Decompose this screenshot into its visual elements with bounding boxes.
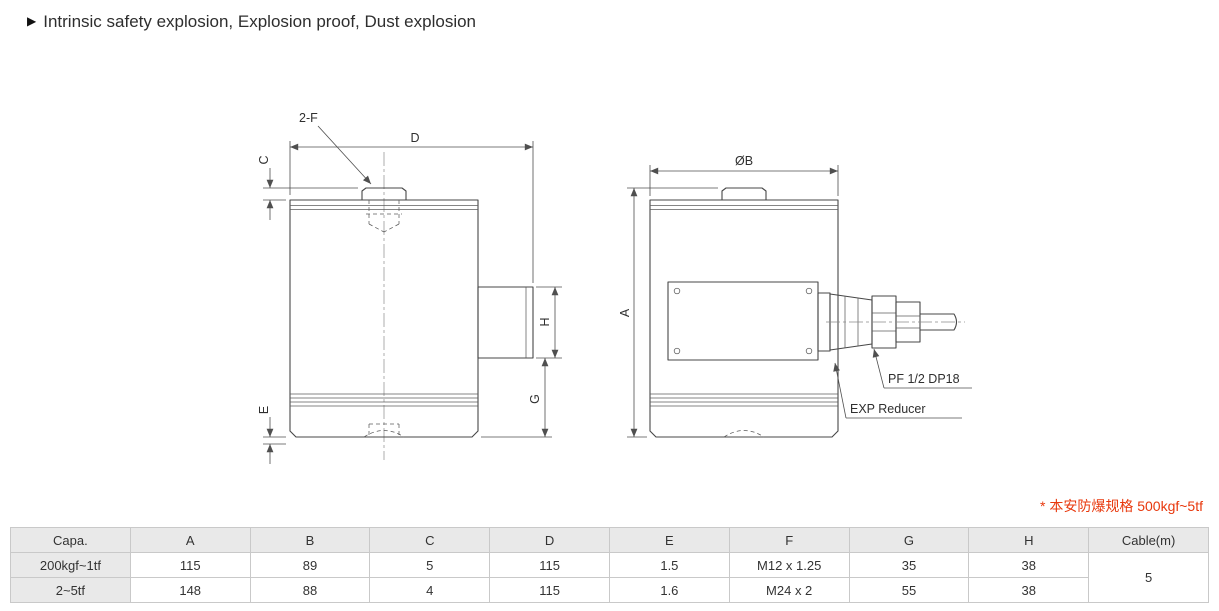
- dim-label-ob: ØB: [735, 154, 753, 168]
- col-header-a: A: [129, 527, 251, 553]
- cell-f: M24 x 2: [728, 577, 850, 603]
- dim-label-g: G: [528, 394, 542, 404]
- side-view: [289, 152, 534, 460]
- cell-cable: 5: [1088, 552, 1209, 603]
- cell-capa: 2~5tf: [10, 577, 131, 603]
- bullet-arrow-icon: ▶: [27, 14, 37, 28]
- top-load-button: [361, 187, 407, 200]
- cell-c: 4: [369, 577, 491, 603]
- front-view-dimensions: ØB A PF 1/2 DP18 EXP Reducer: [618, 154, 972, 438]
- cell-a: 148: [129, 577, 251, 603]
- feature-line: ▶ Intrinsic safety explosion, Explosion p…: [27, 12, 476, 32]
- cell-e: 1.5: [608, 552, 730, 578]
- cell-h: 38: [968, 577, 1090, 603]
- plate-screw-icon: [805, 347, 813, 355]
- loadcell-body-side: [289, 199, 479, 438]
- dim-label-h: H: [538, 317, 552, 326]
- side-view-dimensions: 2-F D C H G E: [257, 111, 562, 464]
- cell-capa: 200kgf~1tf: [10, 552, 131, 578]
- cell-h: 38: [968, 552, 1090, 578]
- dim-label-2f: 2-F: [299, 111, 318, 125]
- front-view: [649, 187, 965, 438]
- cell-b: 88: [249, 577, 371, 603]
- col-header-f: F: [728, 527, 850, 553]
- col-header-h: H: [968, 527, 1090, 553]
- top-load-button-front: [721, 187, 767, 200]
- table-row: 200kgf~1tf 115 89 5 115 1.5 M12 x 1.25 3…: [10, 552, 1209, 603]
- cell-f: M12 x 1.25: [728, 552, 850, 578]
- callout-pf-thread: PF 1/2 DP18: [888, 372, 960, 386]
- cable-gland: [817, 292, 965, 352]
- plate-screw-icon: [673, 287, 681, 295]
- plate-screw-icon: [805, 287, 813, 295]
- col-header-capa: Capa.: [10, 527, 131, 553]
- nameplate: [667, 281, 819, 361]
- cell-d: 115: [489, 577, 610, 603]
- table-header-row: Capa. A B C D E F G H Cable(m): [10, 527, 1209, 553]
- cable-entry-block-side: [477, 286, 534, 359]
- dim-label-c: C: [257, 155, 271, 164]
- feature-text: Intrinsic safety explosion, Explosion pr…: [43, 12, 477, 31]
- plate-screw-icon: [673, 347, 681, 355]
- cell-e: 1.6: [608, 577, 730, 603]
- col-header-c: C: [369, 527, 491, 553]
- col-header-g: G: [848, 527, 970, 553]
- dim-label-d: D: [410, 131, 419, 145]
- col-header-cable: Cable(m): [1088, 527, 1209, 553]
- cell-c: 5: [369, 552, 491, 578]
- cable: [920, 313, 958, 331]
- callout-exp-reducer: EXP Reducer: [850, 402, 926, 416]
- cell-d: 115: [489, 552, 610, 578]
- dim-label-a: A: [618, 308, 632, 317]
- loadcell-body-front: [649, 199, 839, 438]
- technical-drawings: 2-F D C H G E: [257, 111, 972, 464]
- col-header-d: D: [489, 527, 610, 553]
- table-row: 2~5tf 148 88 4 115 1.6 M24 x 2 55 38: [10, 577, 1209, 603]
- col-header-b: B: [249, 527, 371, 553]
- dimension-table: Capa. A B C D E F G H Cable(m) 200kgf~1t…: [10, 527, 1209, 603]
- cell-g: 55: [848, 577, 970, 603]
- cell-b: 89: [249, 552, 371, 578]
- dim-label-e: E: [257, 406, 271, 414]
- cell-g: 35: [848, 552, 970, 578]
- spec-note: * 本安防爆规格 500kgf~5tf: [1039, 498, 1203, 514]
- cell-a: 115: [129, 552, 251, 578]
- col-header-e: E: [608, 527, 730, 553]
